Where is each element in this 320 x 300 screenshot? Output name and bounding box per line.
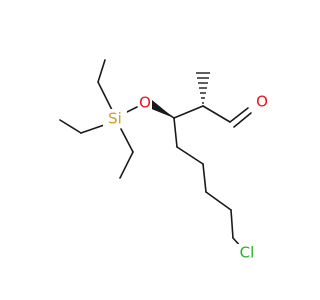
bond-ethyl3-ch2-ch3 [119, 151, 134, 179]
structure-diagram: Si O O Cl [59, 59, 269, 262]
aldehyde-oxygen-atom-label: O [256, 93, 268, 111]
bond-c6-c7 [205, 191, 232, 211]
bond-ethyl1-ch2-ch3 [97, 59, 106, 83]
ether-o-label-bg [138, 94, 152, 112]
atom-labels: Si O O Cl [103, 93, 269, 262]
wedge-bond-c3-o [149, 100, 174, 118]
bond-c5-c6 [202, 163, 207, 193]
bond-c4-c5 [176, 146, 204, 165]
bond-c2-c1 [202, 105, 231, 123]
bond-si-ethyl3-ch2 [120, 128, 134, 153]
silicon-atom-label: Si [108, 110, 122, 128]
chlorine-atom-label: Cl [240, 244, 255, 262]
molecule-canvas: Si O O Cl [59, 59, 269, 262]
aldehyde-o-label-bg [255, 93, 269, 111]
stereo-layer [149, 72, 210, 118]
bond-ethyl2-ch2-ch3 [59, 119, 82, 134]
si-label-bg [103, 109, 127, 127]
ether-oxygen-atom-label: O [139, 94, 151, 112]
bond-c7-c8 [230, 209, 234, 239]
bond-c1-o-double-a [229, 107, 249, 123]
hashed-wedge-c2-methyl [196, 72, 210, 104]
bond-si-ethyl1-ch2 [97, 81, 113, 111]
cl-label-bg [236, 244, 258, 262]
bond-c3-c4 [173, 117, 178, 148]
bond-layer [59, 59, 252, 249]
bond-c1-o-double-b [233, 112, 252, 128]
bond-si-ethyl2-ch2 [80, 123, 108, 134]
bond-c3-c2 [173, 105, 204, 119]
